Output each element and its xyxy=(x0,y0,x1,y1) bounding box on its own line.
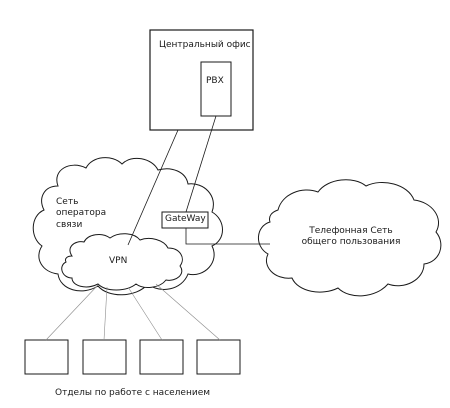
department-box-4 xyxy=(196,339,241,375)
link-vpn-dept-3 xyxy=(127,286,163,341)
pbx-box xyxy=(200,61,232,117)
vpn-label: VPN xyxy=(109,256,128,266)
link-pbx-gateway xyxy=(185,115,217,213)
department-box-1 xyxy=(24,339,69,375)
link-gateway-public-network xyxy=(185,228,270,245)
department-box-3 xyxy=(139,339,184,375)
operator-network-label: Сеть оператора связи xyxy=(56,197,107,230)
gateway-label: GateWay xyxy=(165,214,206,224)
central-office-label: Центральный офис xyxy=(159,40,251,50)
gateway-box xyxy=(161,211,209,229)
link-vpn-dept-2 xyxy=(103,286,108,341)
link-vpn-dept-1 xyxy=(45,284,99,341)
vpn-cloud xyxy=(61,233,183,291)
department-box-2 xyxy=(82,339,127,375)
public-network-cloud xyxy=(258,179,442,297)
link-office-vpn xyxy=(127,129,179,246)
departments-label: Отделы по работе с населением xyxy=(55,388,211,398)
pbx-label: PBX xyxy=(206,76,224,86)
link-vpn-dept-4 xyxy=(155,283,221,341)
public-network-label: Телефонная Сеть общего пользования xyxy=(301,226,401,248)
